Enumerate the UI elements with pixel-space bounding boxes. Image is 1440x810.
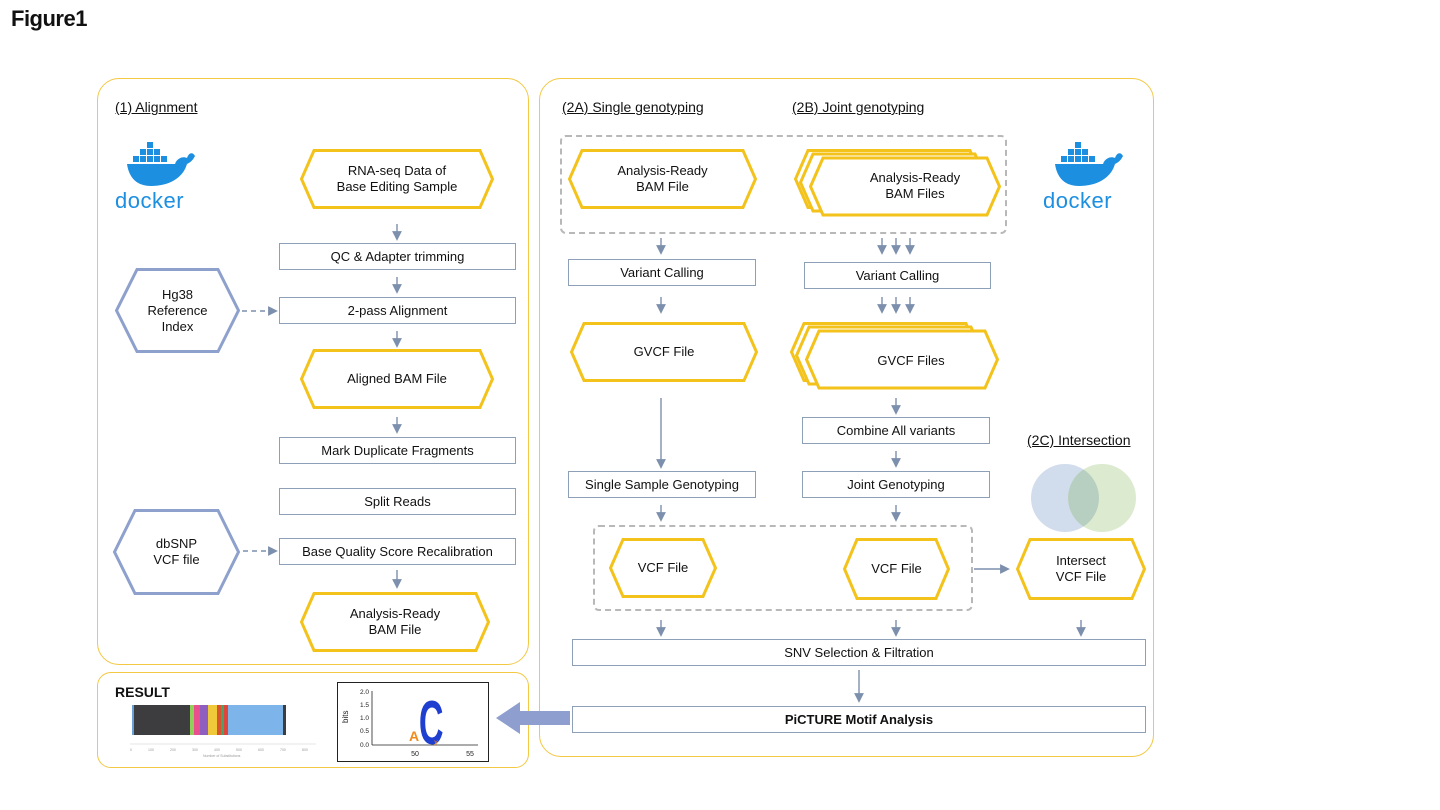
combine-variants-step: Combine All variants bbox=[802, 417, 990, 444]
stacked-bar-segment bbox=[228, 705, 283, 735]
vcf-single-label: VCF File bbox=[637, 560, 689, 575]
logo-ytick-2: 1.0 bbox=[360, 715, 369, 722]
stacked-bar-segment bbox=[217, 705, 221, 735]
joint-bam-label: Analysis-Ready BAM Files bbox=[869, 170, 961, 201]
intersection-title: (2C) Intersection bbox=[1027, 432, 1131, 448]
docker-whale-icon-2 bbox=[1055, 142, 1123, 186]
single-bam-node: Analysis-Ready BAM File bbox=[567, 149, 758, 209]
vcf-single-node: VCF File bbox=[608, 538, 718, 598]
venn-diagram bbox=[1030, 463, 1138, 533]
dbsnp-node: dbSNP VCF file bbox=[112, 509, 241, 595]
logo-ytick-3: 0.5 bbox=[360, 728, 369, 735]
logo-small-mark: x bbox=[434, 738, 438, 747]
bar-tick-6: 600 bbox=[258, 748, 264, 752]
bar-tick-4: 400 bbox=[214, 748, 220, 752]
snv-selection-step: SNV Selection & Filtration bbox=[572, 639, 1146, 666]
bqsr-step: Base Quality Score Recalibration bbox=[279, 538, 516, 565]
stacked-bar-segment bbox=[283, 705, 286, 735]
bar-tick-8: 800 bbox=[302, 748, 308, 752]
bar-tick-0: 0 bbox=[130, 748, 132, 752]
single-genotyping-title: (2A) Single genotyping bbox=[562, 99, 704, 115]
variant-calling-joint-step: Variant Calling bbox=[804, 262, 991, 289]
hg38-label: Hg38 Reference Index bbox=[147, 286, 208, 334]
docker-wordmark: docker bbox=[115, 188, 185, 213]
logo-ytick-4: 0.0 bbox=[360, 742, 369, 749]
gvcf-single-label: GVCF File bbox=[633, 344, 695, 359]
rna-seq-node: RNA-seq Data of Base Editing Sample bbox=[299, 149, 495, 209]
joint-bam-node: Analysis-Ready BAM Files bbox=[793, 149, 1004, 217]
aligned-bam-node: Aligned BAM File bbox=[299, 349, 495, 409]
gvcf-joint-node: GVCF Files bbox=[789, 322, 1000, 390]
motif-logo-thumbnail: bits 2.0 1.5 1.0 0.5 0.0 50 55 A C x bbox=[337, 682, 489, 762]
logo-ytick-1: 1.5 bbox=[360, 702, 369, 709]
stacked-bar-segment bbox=[132, 705, 134, 735]
docker-logo-2: docker bbox=[1041, 138, 1131, 216]
bar-tick-1: 100 bbox=[148, 748, 154, 752]
logo-letter-c: C bbox=[419, 688, 444, 757]
stacked-bar-segment bbox=[190, 705, 194, 735]
result-title: RESULT bbox=[115, 684, 170, 700]
gvcf-joint-label: GVCF Files bbox=[877, 353, 945, 368]
qc-step: QC & Adapter trimming bbox=[279, 243, 516, 270]
stacked-bar-segment bbox=[200, 705, 208, 735]
stacked-bar-segment bbox=[134, 705, 190, 735]
bar-tick-2: 200 bbox=[170, 748, 176, 752]
dbsnp-label: dbSNP VCF file bbox=[153, 536, 200, 567]
two-pass-alignment-step: 2-pass Alignment bbox=[279, 297, 516, 324]
vcf-joint-label: VCF File bbox=[871, 561, 922, 576]
variant-calling-single-step: Variant Calling bbox=[568, 259, 756, 286]
logo-xtick-0: 50 bbox=[411, 751, 419, 758]
alignment-panel bbox=[97, 78, 529, 665]
aligned-bam-label: Aligned BAM File bbox=[347, 371, 447, 386]
analysis-ready-bam-node: Analysis-Ready BAM File bbox=[299, 592, 491, 652]
alignment-title: (1) Alignment bbox=[115, 99, 198, 115]
figure-title: Figure1 bbox=[11, 6, 87, 31]
substitution-bar-thumbnail: 0 100 200 300 400 500 600 700 800 Number… bbox=[128, 703, 318, 761]
joint-genotyping-step: Joint Genotyping bbox=[802, 471, 990, 498]
stacked-bar-segment bbox=[224, 705, 228, 735]
bar-tick-3: 300 bbox=[192, 748, 198, 752]
single-sample-genotyping-step: Single Sample Genotyping bbox=[568, 471, 756, 498]
docker-whale-icon bbox=[127, 142, 195, 186]
intersect-vcf-node: Intersect VCF File bbox=[1015, 538, 1147, 600]
joint-genotyping-title: (2B) Joint genotyping bbox=[792, 99, 925, 115]
vcf-joint-node: VCF File bbox=[842, 538, 951, 600]
bar-axis-label: Number of Substitutions bbox=[203, 754, 241, 758]
single-bam-label: Analysis-Ready BAM File bbox=[617, 163, 708, 194]
gvcf-single-node: GVCF File bbox=[569, 322, 759, 382]
bam-input-group bbox=[560, 135, 1007, 234]
bar-tick-5: 500 bbox=[236, 748, 242, 752]
logo-xtick-1: 55 bbox=[466, 751, 474, 758]
logo-ytick-0: 2.0 bbox=[360, 689, 369, 696]
logo-ylabel: bits bbox=[341, 711, 350, 723]
docker-logo: docker bbox=[113, 138, 203, 216]
vcf-group bbox=[593, 525, 973, 611]
analysis-ready-bam-label: Analysis-Ready BAM File bbox=[349, 606, 441, 637]
mark-duplicates-step: Mark Duplicate Fragments bbox=[279, 437, 516, 464]
stacked-bar-segment bbox=[221, 705, 224, 735]
genotyping-panel bbox=[539, 78, 1154, 757]
hg38-reference-node: Hg38 Reference Index bbox=[114, 268, 241, 353]
stacked-bar-segment bbox=[208, 705, 217, 735]
intersect-vcf-label: Intersect VCF File bbox=[1055, 553, 1107, 584]
split-reads-step: Split Reads bbox=[279, 488, 516, 515]
logo-letter-a: A bbox=[409, 728, 419, 744]
stacked-bar-segment bbox=[194, 705, 200, 735]
bar-tick-7: 700 bbox=[280, 748, 286, 752]
rna-seq-label: RNA-seq Data of Base Editing Sample bbox=[336, 163, 458, 194]
picture-motif-analysis-step: PiCTURE Motif Analysis bbox=[572, 706, 1146, 733]
docker-wordmark-2: docker bbox=[1043, 188, 1113, 213]
